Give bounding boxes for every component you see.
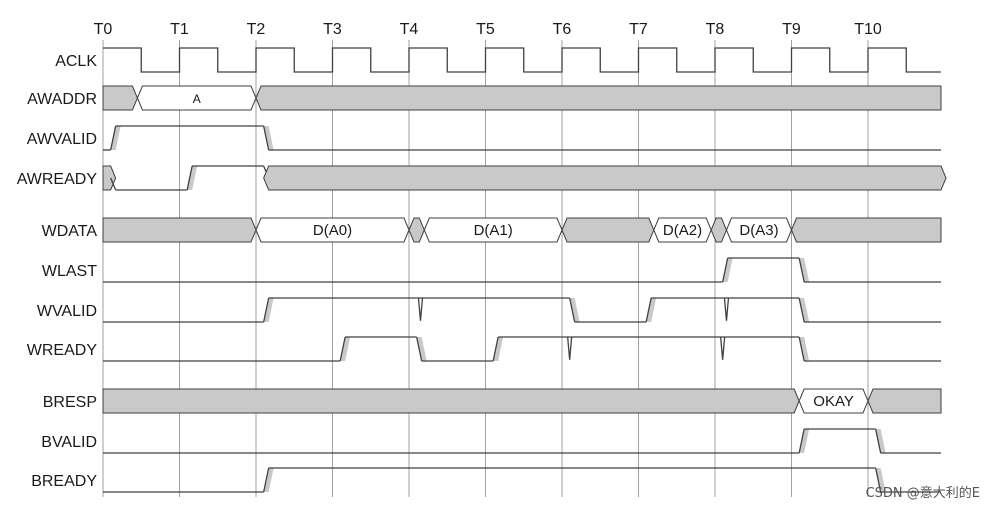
wdata-invalid-0 — [102, 217, 257, 243]
waveform-wready — [103, 336, 941, 362]
wvalid-edge-fill-1 — [569, 298, 580, 322]
wvalid-edge-fill-2 — [646, 298, 657, 322]
wready-edge-3 — [798, 336, 805, 362]
tick-label-t9: T9 — [782, 21, 801, 38]
wdata-value-3: D(A3) — [739, 222, 778, 239]
tick-label-t2: T2 — [247, 21, 266, 38]
waveform-bvalid — [103, 428, 941, 454]
signal-label-wready: WREADY — [27, 342, 98, 359]
wdata-invalid-end — [790, 217, 942, 243]
awready-edge-1 — [186, 165, 193, 191]
wdata-value-1: D(A1) — [474, 222, 513, 239]
signal-label-awvalid: AWVALID — [27, 131, 97, 148]
awaddr-value-0: A — [193, 92, 201, 106]
tick-label-t7: T7 — [629, 21, 648, 38]
tick-label-t5: T5 — [476, 21, 495, 38]
waveform-wdata: D(A0) D(A1) D(A2) D(A3) — [102, 217, 942, 243]
time-tick-labels: T0 T1 T2 T3 T4 T5 T6 T7 T8 T9 T10 — [94, 21, 882, 38]
wdata-value-0: D(A0) — [313, 222, 352, 239]
wready-glitch-1 — [720, 336, 726, 360]
waveform-bready — [103, 467, 941, 493]
signal-labels: ACLK AWADDR AWVALID AWREADY WDATA WLAST WVALID… — [17, 53, 98, 490]
wready-edge-2 — [492, 336, 499, 362]
wvalid-edge-fill-3 — [799, 298, 810, 322]
wready-edge-fill-3 — [799, 337, 810, 361]
awvalid-edge-fill-0 — [110, 126, 121, 150]
tick-label-t1: T1 — [170, 21, 189, 38]
waveforms: A D(A0) D(A1) D(A2) D(A3) OKAY — [102, 47, 947, 493]
tick-label-t8: T8 — [706, 21, 725, 38]
waveform-wlast — [103, 257, 941, 283]
bready-edge-1 — [875, 467, 882, 493]
wdata-value-2: D(A2) — [663, 222, 702, 239]
signal-label-bresp: BRESP — [43, 394, 97, 411]
wlast-edge-fill-0 — [722, 258, 733, 282]
wvalid-edge-fill-0 — [263, 298, 274, 322]
wready-edge-fill-0 — [340, 337, 351, 361]
wlast-edge-1 — [798, 257, 805, 283]
waveform-awready — [102, 165, 947, 191]
awaddr-invalid-end — [255, 85, 942, 111]
wvalid-glitch-0 — [417, 297, 424, 321]
tick-label-t3: T3 — [323, 21, 342, 38]
bresp-value-0: OKAY — [813, 393, 854, 410]
bvalid-edge-fill-0 — [799, 429, 810, 453]
wready-edge-1 — [416, 336, 423, 362]
wvalid-edge-1 — [569, 297, 576, 323]
bresp-invalid-0 — [102, 388, 800, 414]
bready-edge-fill-1 — [875, 468, 886, 492]
signal-label-awaddr: AWADDR — [27, 91, 97, 108]
signal-label-bready: BREADY — [31, 473, 97, 490]
tick-label-t0: T0 — [94, 21, 113, 38]
wvalid-edge-0 — [263, 297, 270, 323]
awready-undefined-3 — [263, 165, 947, 191]
wready-edge-fill-1 — [416, 337, 427, 361]
signal-label-aclk: ACLK — [55, 53, 97, 70]
watermark: CSDN @意大利的E — [866, 485, 980, 501]
wlast-edge-0 — [722, 257, 729, 283]
waveform-bresp: OKAY — [102, 388, 942, 414]
waveform-aclk — [103, 47, 941, 73]
awvalid-edge-0 — [110, 125, 117, 151]
wready-glitch-0 — [567, 336, 573, 360]
signal-label-wvalid: WVALID — [37, 303, 97, 320]
bvalid-edge-1 — [875, 428, 882, 454]
awaddr-invalid-0 — [102, 85, 138, 111]
clock-wave-aclk — [103, 47, 941, 73]
awready-edge-fill-1 — [187, 166, 198, 190]
wvalid-glitch-1 — [723, 297, 730, 321]
tick-label-t10: T10 — [854, 21, 882, 38]
wvalid-edge-3 — [798, 297, 805, 323]
bvalid-edge-0 — [798, 428, 805, 454]
wlast-edge-fill-1 — [799, 258, 810, 282]
tick-label-t4: T4 — [400, 21, 419, 38]
bready-edge-fill-0 — [263, 468, 274, 492]
wdata-invalid-1 — [408, 217, 425, 243]
wdata-invalid-2 — [561, 217, 655, 243]
waveform-wvalid — [103, 297, 941, 323]
signal-label-bvalid: BVALID — [41, 434, 97, 451]
signal-label-awready: AWREADY — [17, 171, 98, 188]
bvalid-edge-fill-1 — [875, 429, 886, 453]
tick-label-t6: T6 — [553, 21, 572, 38]
awvalid-edge-1 — [263, 125, 270, 151]
bready-edge-0 — [263, 467, 270, 493]
wvalid-edge-2 — [645, 297, 652, 323]
wready-edge-0 — [339, 336, 346, 362]
waveform-awaddr: A — [102, 85, 942, 111]
bresp-invalid-end — [867, 388, 942, 414]
time-gridlines — [102, 40, 869, 497]
signal-label-wdata: WDATA — [42, 223, 98, 240]
awvalid-edge-fill-1 — [263, 126, 274, 150]
signal-label-wlast: WLAST — [42, 263, 97, 280]
waveform-awvalid — [103, 125, 941, 151]
wready-edge-fill-2 — [493, 337, 504, 361]
awready-edge-0 — [110, 177, 117, 191]
wdata-invalid-3 — [710, 217, 728, 243]
